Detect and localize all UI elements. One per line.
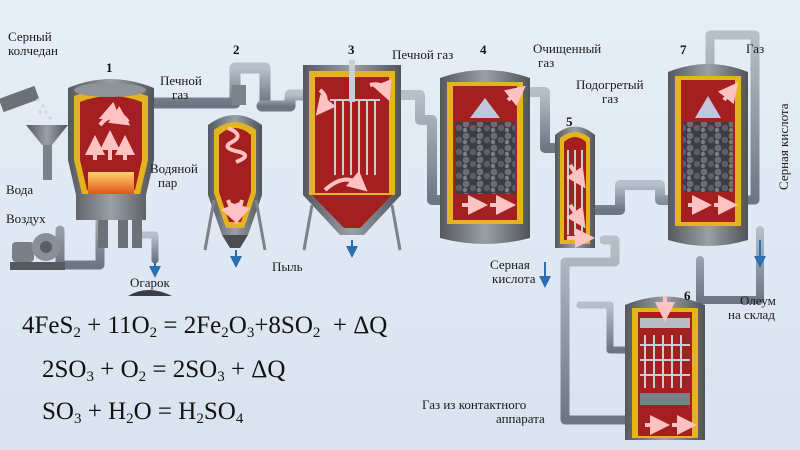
pyrite-feeder	[0, 85, 68, 180]
apparatus-number-6: 6	[684, 288, 691, 303]
label-furnace-gas-1-line2: газ	[172, 87, 189, 102]
label-water-steam-line1: Водяной	[150, 161, 198, 176]
eq3-sub: 4	[235, 411, 244, 427]
eq1-sub: 2	[73, 325, 81, 341]
eq3-sub: 2	[126, 411, 134, 427]
label-air: Воздух	[6, 211, 46, 226]
eq1-part: O	[228, 312, 247, 339]
equation-2: 2SO3 + O2 = 2SO3 + ΔQ	[42, 356, 285, 386]
eq1-sub: 3	[246, 325, 255, 341]
absorption-tower-7	[668, 64, 748, 246]
label-contact-gas-line2: аппарата	[496, 411, 545, 426]
label-purified-gas-line2: газ	[538, 55, 555, 70]
label-sulfuric-acid-line1: Серная	[490, 257, 530, 272]
drying-tower-4	[440, 70, 530, 244]
eq3-part: O = H	[133, 398, 197, 425]
equation-3: SO3 + H2O = H2SO4	[42, 398, 243, 428]
label-furnace-gas-2: Печной газ	[392, 47, 454, 62]
air-blower	[10, 233, 65, 270]
eq3-sub: 3	[73, 411, 82, 427]
label-water: Вода	[6, 182, 34, 197]
label-water-steam-line2: пар	[158, 175, 178, 190]
eq1-part: 4FeS	[22, 312, 74, 339]
eq2-part: = 2SO	[146, 356, 218, 383]
label-pyrite-line2: колчедан	[8, 43, 58, 58]
label-contact-gas-line1: Газ из контактного	[422, 397, 527, 412]
eq1-sub: 2	[221, 325, 229, 341]
eq1-part: = 2Fe	[157, 312, 222, 339]
apparatus-number-1: 1	[106, 60, 113, 75]
eq3-part: SO	[203, 398, 236, 425]
output-arrows	[149, 240, 766, 288]
eq1-sub: 2	[149, 325, 158, 341]
label-purified-gas-line1: Очищенный	[533, 41, 602, 56]
eq2-sub: 3	[217, 369, 225, 385]
eq3-sub: 2	[196, 411, 204, 427]
pipes	[31, 30, 774, 425]
label-sulfuric-acid-line2: кислота	[492, 271, 536, 286]
eq1-sub: 2	[312, 325, 321, 341]
label-oleum-line1: Олеум	[740, 293, 776, 308]
heat-exchanger-5	[555, 126, 595, 248]
label-furnace-gas-1-line1: Печной	[160, 73, 202, 88]
label-heated-gas-line2: газ	[602, 91, 619, 106]
eq3-part: + H	[81, 398, 127, 425]
electrofilter-3	[302, 60, 402, 251]
contact-apparatus-6	[625, 296, 705, 440]
apparatus-number-3: 3	[348, 42, 355, 57]
eq1-part: + ΔQ	[320, 312, 388, 339]
equation-1: 4FeS2 + 11O2 = 2Fe2O3+8SO2 + ΔQ	[22, 312, 387, 342]
apparatus-number-7: 7	[680, 42, 687, 57]
label-gas: Газ	[746, 41, 765, 56]
label-pyrite-line1: Серный	[8, 29, 52, 44]
label-oleum-line2: на склад	[728, 307, 775, 322]
apparatus-number-5: 5	[566, 114, 573, 129]
eq3-part: SO	[42, 398, 74, 425]
label-cinder: Огарок	[130, 275, 170, 290]
eq2-part: + O	[93, 356, 139, 383]
eq1-part: +8SO	[254, 312, 313, 339]
eq2-part: 2SO	[42, 356, 87, 383]
apparatus-number-4: 4	[480, 42, 487, 57]
furnace-1	[68, 79, 154, 248]
eq1-part: + 11O	[80, 312, 150, 339]
label-sulfuric-acid-vertical: Серная кислота	[776, 103, 791, 190]
eq2-part: + ΔQ	[224, 356, 286, 383]
apparatus-number-2: 2	[233, 42, 240, 57]
eq2-sub: 2	[138, 369, 147, 385]
eq2-sub: 3	[86, 369, 94, 385]
cinder-pile	[128, 290, 172, 296]
label-heated-gas-line1: Подогретый	[576, 77, 644, 92]
furnace-flow-arrows	[85, 101, 135, 160]
label-dust: Пыль	[272, 259, 303, 274]
cyclone-2	[203, 85, 267, 251]
